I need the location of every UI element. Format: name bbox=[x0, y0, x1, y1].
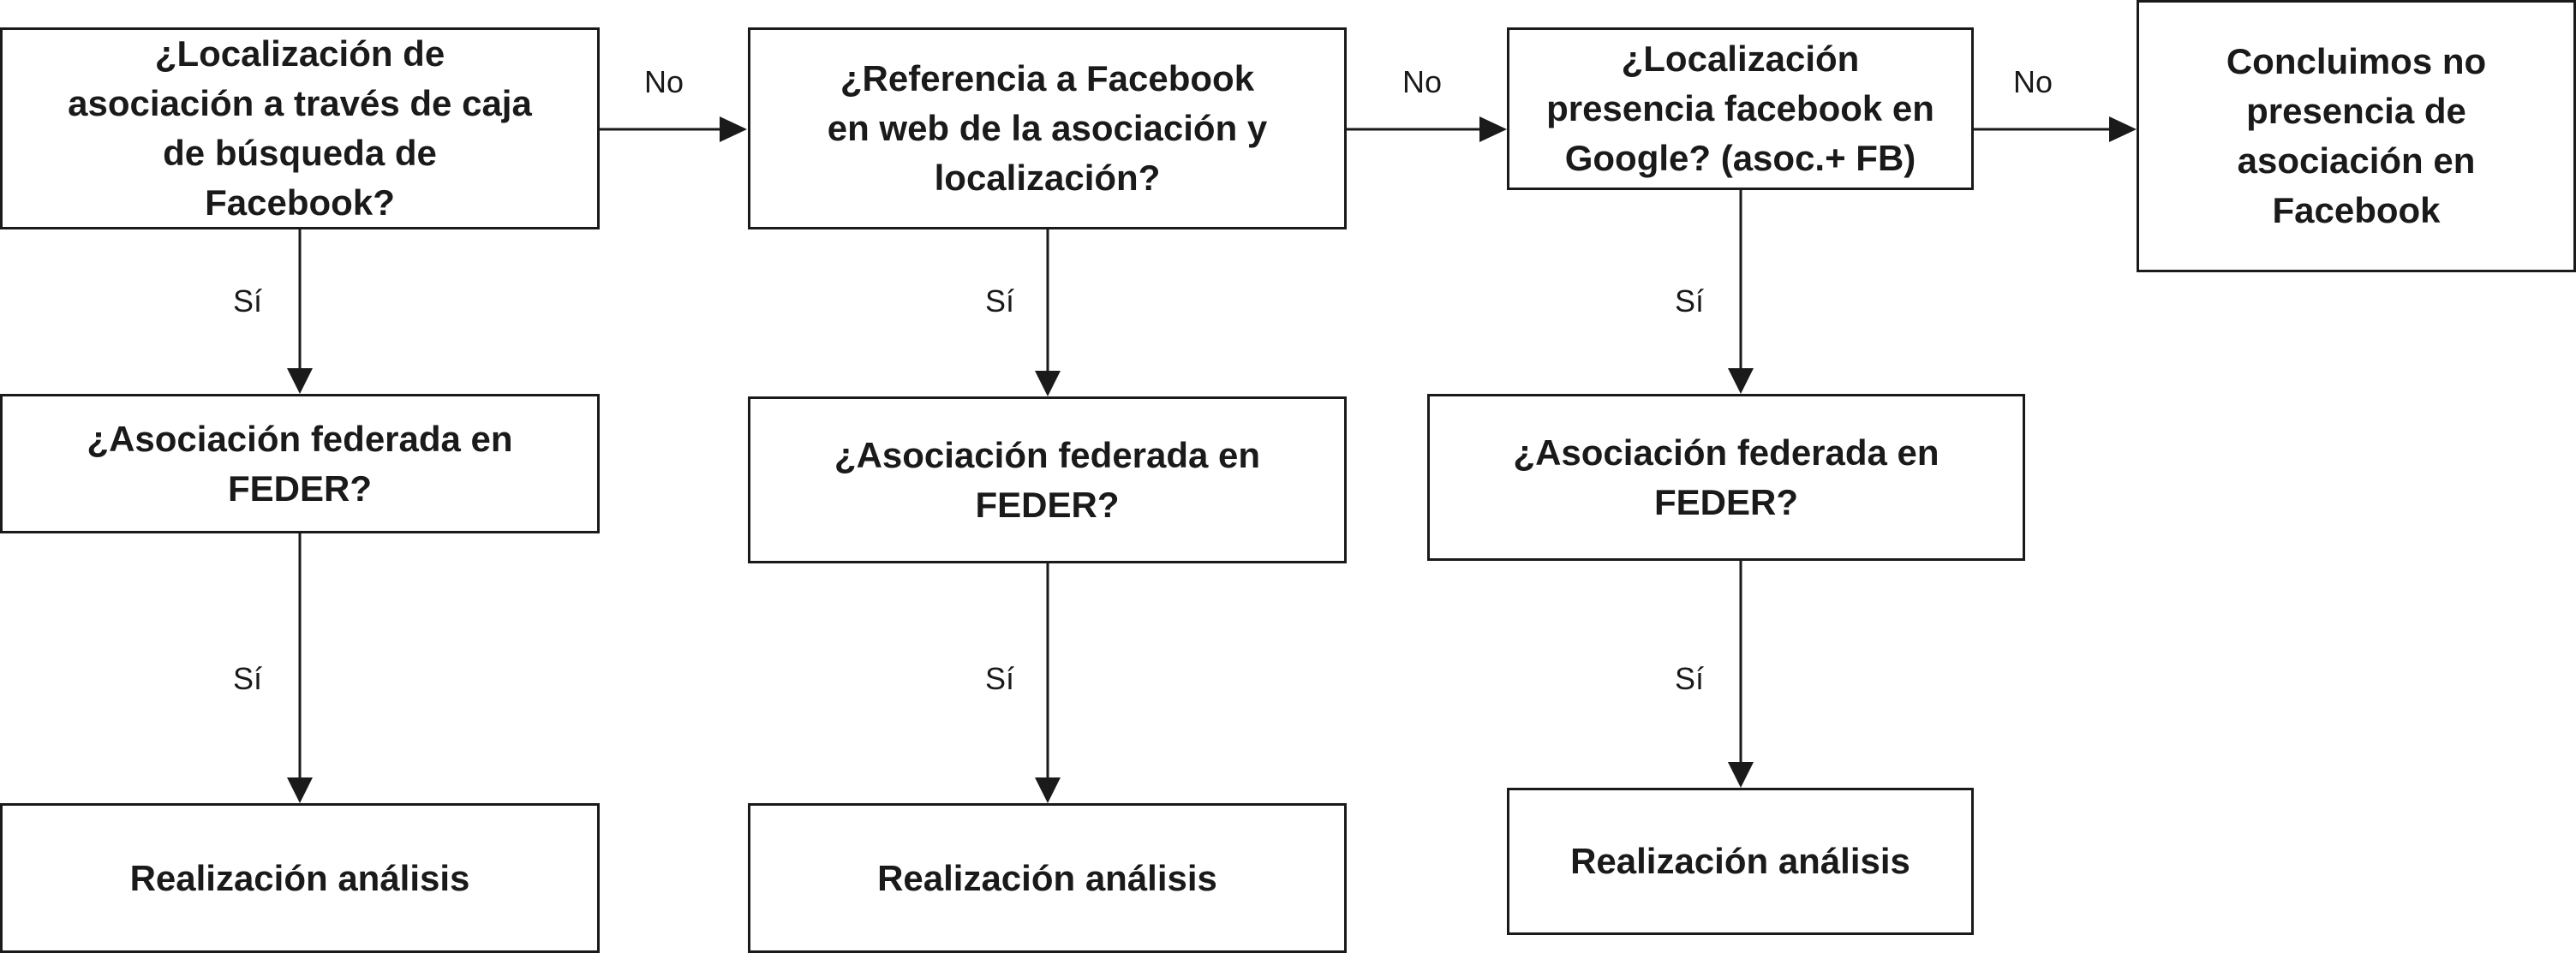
arrowhead-col1-q2-to-result bbox=[287, 777, 313, 803]
col3-analysis-result: Realización análisis bbox=[1507, 788, 1974, 935]
col1-facebook-search-question: ¿Localización de asociación a través de … bbox=[0, 27, 600, 229]
arrowhead-col2-q1-to-q2 bbox=[1035, 371, 1061, 396]
edge-label-no-2: No bbox=[1402, 64, 1443, 99]
arrowhead-col1-to-col2 bbox=[720, 116, 747, 142]
edge-label-si-1b: Sí bbox=[233, 661, 263, 696]
col2-feder-question: ¿Asociación federada en FEDER? bbox=[748, 396, 1347, 563]
col2-web-reference-question-text: ¿Referencia a Facebook en web de la asoc… bbox=[827, 58, 1268, 198]
conclusion-no-presence: Concluimos no presencia de asociación en… bbox=[2137, 0, 2576, 272]
edge-label-si-2b: Sí bbox=[985, 661, 1015, 696]
col3-google-presence-question-text: ¿Localización presencia facebook en Goog… bbox=[1546, 39, 1934, 178]
arrowhead-col3-q1-to-q2 bbox=[1728, 368, 1754, 394]
col1-feder-question: ¿Asociación federada en FEDER? bbox=[0, 394, 600, 533]
edge-label-si-3b: Sí bbox=[1675, 661, 1705, 696]
col1-analysis-result-text: Realización análisis bbox=[129, 857, 470, 898]
edge-label-si-2a: Sí bbox=[985, 283, 1015, 319]
edge-label-si-3a: Sí bbox=[1675, 283, 1705, 319]
col2-web-reference-question: ¿Referencia a Facebook en web de la asoc… bbox=[748, 27, 1347, 229]
conclusion-no-presence-text: Concluimos no presencia de asociación en… bbox=[2226, 41, 2487, 230]
arrowhead-col3-to-conclusion bbox=[2109, 116, 2137, 142]
arrowhead-col2-q2-to-result bbox=[1035, 777, 1061, 803]
col2-feder-question-text: ¿Asociación federada en FEDER? bbox=[834, 434, 1261, 525]
col3-analysis-result-text: Realización análisis bbox=[1570, 841, 1910, 881]
edge-label-no-3: No bbox=[2013, 64, 2053, 99]
arrowhead-col2-to-col3 bbox=[1479, 116, 1507, 142]
arrowhead-col1-q1-to-q2 bbox=[287, 368, 313, 394]
arrowhead-col3-q2-to-result bbox=[1728, 762, 1754, 788]
col2-analysis-result-text: Realización análisis bbox=[877, 857, 1217, 898]
col3-feder-question-text: ¿Asociación federada en FEDER? bbox=[1513, 432, 1939, 522]
edge-label-si-1a: Sí bbox=[233, 283, 263, 319]
col1-facebook-search-question-text: ¿Localización de asociación a través de … bbox=[68, 33, 532, 223]
edge-label-no-1: No bbox=[644, 64, 684, 99]
col3-feder-question: ¿Asociación federada en FEDER? bbox=[1427, 394, 2025, 561]
col3-google-presence-question: ¿Localización presencia facebook en Goog… bbox=[1507, 27, 1974, 190]
col1-analysis-result: Realización análisis bbox=[0, 803, 600, 953]
col1-feder-question-text: ¿Asociación federada en FEDER? bbox=[87, 418, 513, 509]
col2-analysis-result: Realización análisis bbox=[748, 803, 1347, 953]
